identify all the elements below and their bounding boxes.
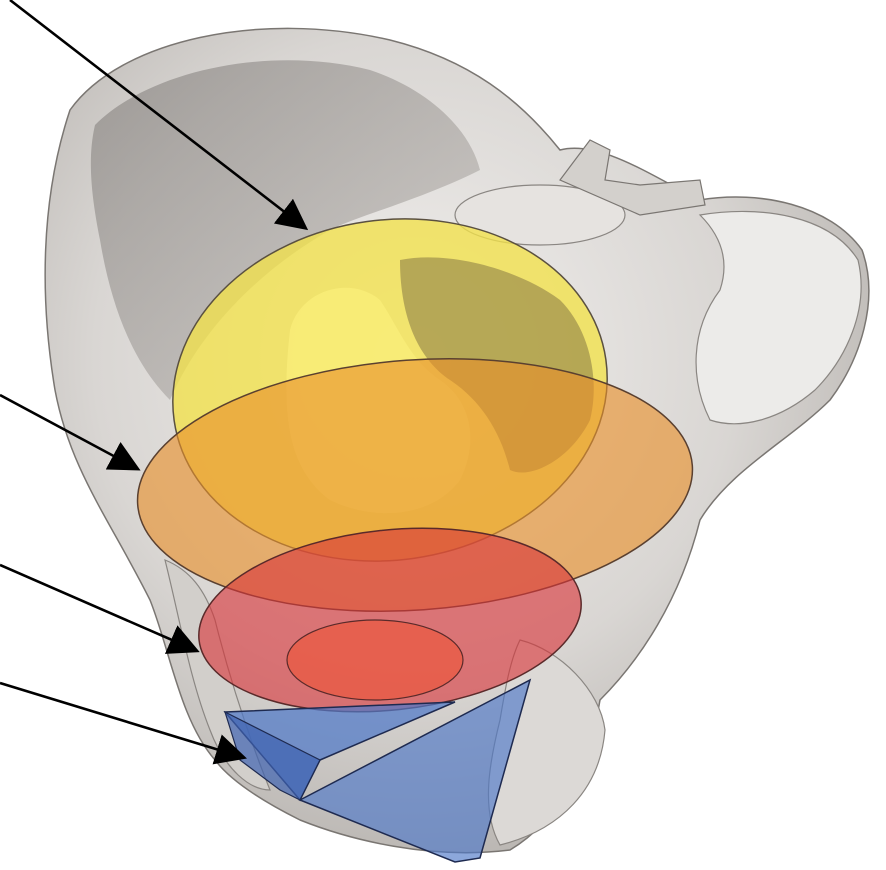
plane-3-inner <box>287 620 463 700</box>
